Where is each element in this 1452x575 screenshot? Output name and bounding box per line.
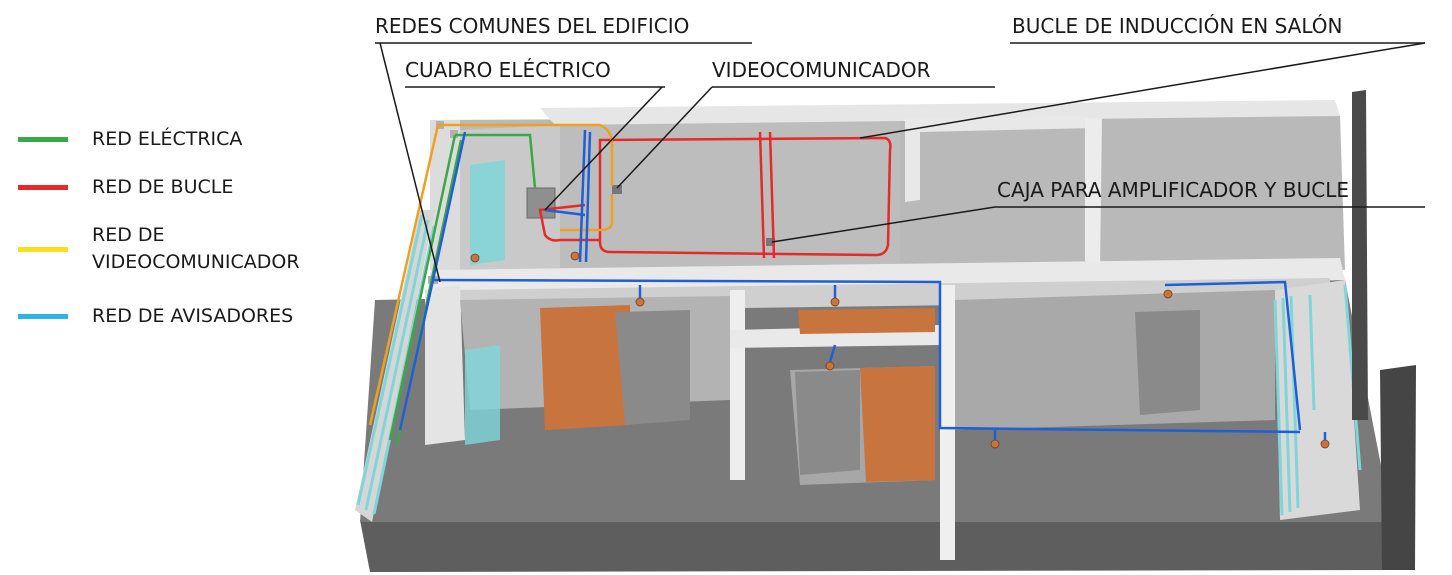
alarm-devices (470, 251, 1330, 449)
legend-item-videocomunicador: RED DE VIDEOCOMUNICADOR (18, 222, 300, 276)
legend-item-bucle: RED DE BUCLE (18, 174, 233, 201)
callout-leaders (375, 42, 1426, 283)
common-junction-box-2 (450, 130, 458, 138)
callout-leader-redes (379, 42, 441, 283)
callout-leader-caja (771, 206, 996, 243)
right-facade-glazing (1273, 284, 1362, 516)
videocomunicador-device (612, 185, 622, 194)
window-left-back (470, 160, 505, 265)
alarm-device (830, 297, 840, 307)
wall-divider-right (1085, 118, 1102, 270)
legend-swatch-electrica (18, 137, 68, 142)
door-room-2 (798, 308, 935, 334)
callout-bucle-induccion: BUCLE DE INDUCCIÓN EN SALÓN (1012, 14, 1342, 38)
window-front-left (465, 345, 500, 445)
callout-leader-bucle (859, 42, 1426, 139)
callout-cuadro-electrico: CUADRO ELÉCTRICO (405, 58, 611, 82)
alarm-device (635, 297, 645, 307)
salon-back-wall (540, 118, 900, 272)
callout-redes-comunes: REDES COMUNES DEL EDIFICIO (375, 14, 689, 38)
alarm-device (990, 439, 1000, 449)
videocom-network (368, 123, 614, 426)
alarm-device (570, 251, 580, 261)
legend-label: RED ELÉCTRICA (92, 128, 243, 150)
callout-leader-cuadro (544, 86, 663, 211)
legend-item-avisadores: RED DE AVISADORES (18, 303, 293, 330)
wall-room-3-left (940, 285, 955, 560)
floor-slab-edge (360, 520, 1395, 572)
corridor-wall-top (430, 258, 1345, 292)
door-room-1 (540, 305, 630, 430)
legend-label: RED DE BUCLE (92, 176, 234, 198)
alarm-network (398, 129, 1327, 440)
doorway-room-4 (1135, 310, 1200, 415)
room-3-back (955, 290, 1275, 430)
alarm-device (825, 361, 835, 371)
doorway-room-2 (795, 370, 860, 475)
callout-caja-amplificador: CAJA PARA AMPLIFICADOR Y BUCLE (997, 178, 1349, 202)
front-room-left-wall (425, 285, 465, 445)
legend-swatch-videocomunicador (18, 246, 68, 252)
legend-swatch-bucle (18, 185, 68, 190)
parapet-right-back (1352, 90, 1368, 420)
wall-top-kitchen (905, 116, 1095, 202)
amplifier-box (766, 238, 775, 246)
callout-videocomunicador: VIDEOCOMUNICADOR (712, 58, 931, 82)
legend-item-electrica: RED ELÉCTRICA (18, 126, 242, 153)
wall-top-back (540, 100, 1340, 125)
wall-room-2-left (730, 290, 745, 480)
legend-label: RED DE AVISADORES (92, 305, 294, 327)
legend-swatch-avisadores (18, 314, 68, 319)
legend-label: RED DE VIDEOCOMUNICADOR (92, 224, 300, 273)
alarm-device (1320, 439, 1330, 449)
doorway-room-1 (615, 310, 690, 425)
callout-leader-videocom (616, 86, 713, 189)
alarm-device (470, 253, 480, 263)
alarm-device (1163, 289, 1173, 299)
left-facade (355, 210, 435, 522)
loop-network (538, 131, 892, 259)
parapet-right-front (1380, 365, 1416, 570)
door-room-3 (860, 366, 935, 482)
